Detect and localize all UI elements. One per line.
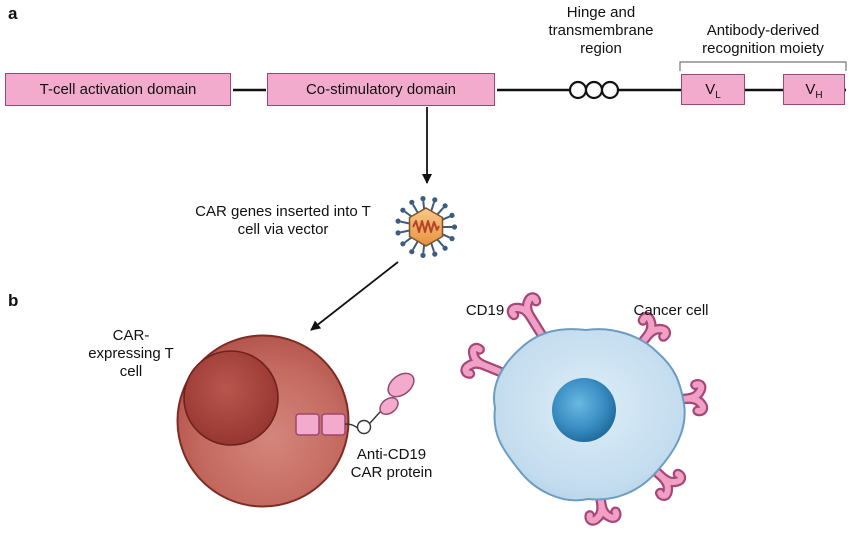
viral-vector-icon bbox=[395, 196, 458, 258]
car-protein-icon bbox=[295, 372, 415, 436]
panel-b-label: b bbox=[8, 291, 19, 310]
vector-caption: CAR genes inserted into T cell via vecto… bbox=[195, 203, 371, 238]
panel-a-label: a bbox=[8, 4, 18, 23]
tcell-arrow bbox=[310, 261, 399, 331]
vl-box: VL bbox=[681, 74, 745, 105]
transmembrane-coil-icon bbox=[568, 80, 620, 100]
cancer-cell-label: Cancer cell bbox=[633, 302, 709, 319]
cancer-cell-nucleus bbox=[552, 378, 616, 442]
car-protein-label: Anti-CD19 CAR protein bbox=[350, 446, 433, 481]
cd19-label: CD19 bbox=[465, 302, 505, 319]
hinge-region-label: Hinge and transmembrane region bbox=[548, 4, 654, 57]
car-t-cell-label: CAR-expressing T cell bbox=[88, 327, 174, 380]
antibody-moiety-bracket bbox=[679, 61, 847, 71]
costimulatory-domain-text: Co-stimulatory domain bbox=[305, 81, 457, 98]
vh-box: VH bbox=[783, 74, 845, 105]
vh-text: VH bbox=[805, 81, 823, 101]
vl-text: VL bbox=[705, 81, 721, 101]
costimulatory-domain-box: Co-stimulatory domain bbox=[267, 73, 495, 106]
vector-gene-squiggle bbox=[412, 220, 440, 233]
tcell-activation-domain-box: T-cell activation domain bbox=[5, 73, 231, 106]
antibody-moiety-label: Antibody-derived recognition moiety bbox=[702, 22, 824, 57]
tcell-activation-domain-text: T-cell activation domain bbox=[39, 81, 197, 98]
car-t-cell-nucleus bbox=[183, 350, 279, 446]
